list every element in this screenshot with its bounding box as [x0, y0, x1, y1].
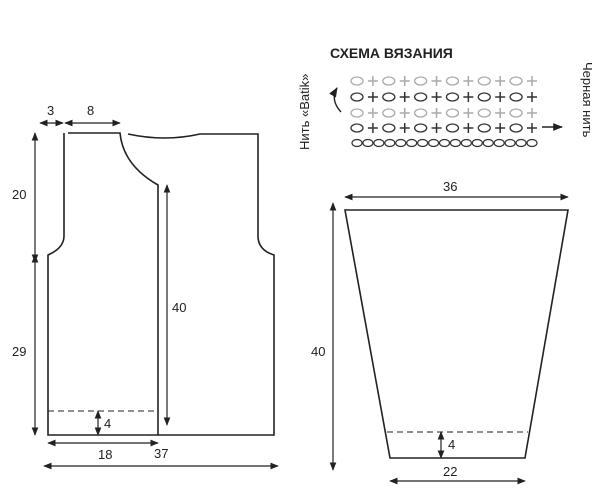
chain-stitch-icon [350, 108, 364, 118]
single-crochet-icon [399, 92, 410, 102]
chain-stitch-icon [526, 138, 538, 148]
chain-stitch-icon [438, 138, 451, 148]
stitch-row [350, 76, 537, 86]
chain-stitch-icon [382, 108, 396, 118]
chain-stitch-icon [350, 92, 364, 102]
label-body-height: 29 [12, 344, 26, 359]
single-crochet-icon [367, 76, 378, 86]
single-crochet-icon [431, 92, 442, 102]
front-dimensions: 3 8 20 29 40 4 18 37 [12, 103, 279, 470]
stitch-scheme: СХЕМА ВЯЗАНИЯ Нить «Batik» Черная нить [297, 45, 595, 150]
single-crochet-icon [367, 92, 378, 102]
chain-stitch-icon [373, 138, 385, 148]
label-sleeve-height: 40 [311, 344, 325, 359]
single-crochet-icon [527, 76, 537, 86]
single-crochet-icon [527, 123, 537, 133]
single-crochet-icon [463, 108, 474, 118]
stitch-row [351, 138, 538, 148]
chain-stitch-icon [509, 76, 523, 86]
single-crochet-icon [431, 108, 442, 118]
stitch-row [350, 123, 537, 133]
stitch-row [350, 108, 537, 118]
chain-stitch-icon [395, 138, 407, 148]
batik-yarn-label: Нить «Batik» [297, 74, 312, 150]
chain-stitch-icon [515, 138, 527, 148]
single-crochet-icon [495, 76, 506, 86]
single-crochet-icon [431, 123, 442, 133]
front-outline [47, 132, 159, 436]
sleeve-dimensions: 36 40 4 22 [311, 179, 569, 485]
chain-stitch-icon [350, 123, 364, 133]
label-front-rib: 4 [104, 416, 111, 431]
chain-stitch-icon [384, 138, 396, 148]
chain-stitch-icon [350, 76, 364, 86]
chain-stitch-icon [504, 138, 516, 148]
chain-stitch-icon [477, 92, 491, 102]
chain-stitch-icon [509, 123, 523, 133]
chain-stitch-icon [460, 138, 472, 148]
single-crochet-icon [463, 92, 474, 102]
batik-yarn-arrow-icon [329, 87, 342, 113]
label-sleeve-top: 36 [443, 179, 457, 194]
single-crochet-icon [399, 76, 410, 86]
chain-stitch-icon [382, 76, 396, 86]
single-crochet-icon [399, 123, 410, 133]
chain-stitch-icon [427, 138, 440, 148]
front-panel [47, 132, 275, 436]
chain-stitch-icon [362, 138, 374, 148]
back-outline [127, 133, 275, 436]
single-crochet-icon [463, 76, 474, 86]
chain-stitch-icon [413, 92, 428, 102]
chain-stitch-icon [417, 138, 429, 148]
single-crochet-icon [431, 76, 442, 86]
single-crochet-icon [399, 108, 410, 118]
label-shoulder-width: 8 [87, 103, 94, 118]
chain-stitch-icon [493, 138, 505, 148]
chain-stitch-icon [382, 123, 396, 133]
chain-stitch-icon [382, 92, 396, 102]
chain-stitch-icon [445, 92, 460, 102]
single-crochet-icon [463, 123, 474, 133]
chain-stitch-icon [445, 76, 460, 86]
chain-stitch-icon [406, 138, 418, 148]
single-crochet-icon [495, 92, 506, 102]
chain-stitch-icon [445, 123, 460, 133]
chain-stitch-icon [471, 138, 483, 148]
chain-stitch-icon [449, 138, 462, 148]
single-crochet-icon [527, 92, 537, 102]
chain-stitch-icon [477, 76, 491, 86]
chain-stitch-icon [413, 123, 428, 133]
chain-stitch-icon [413, 108, 428, 118]
single-crochet-icon [495, 108, 506, 118]
single-crochet-icon [527, 108, 537, 118]
chain-stitch-icon [509, 92, 523, 102]
chain-stitch-icon [477, 123, 491, 133]
chain-stitch-icon [413, 76, 428, 86]
single-crochet-icon [367, 123, 378, 133]
black-yarn-label: Черная нить [580, 62, 595, 138]
single-crochet-icon [367, 108, 378, 118]
chain-stitch-icon [477, 108, 491, 118]
label-neck-depth: 40 [172, 300, 186, 315]
label-armhole-height: 20 [12, 187, 26, 202]
stitch-row [350, 92, 537, 102]
sleeve-panel [344, 209, 569, 459]
chain-stitch-icon [509, 108, 523, 118]
chain-stitch-icon [482, 138, 494, 148]
label-half-width: 18 [98, 447, 112, 462]
sleeve-outline [344, 209, 569, 459]
label-full-width: 37 [154, 446, 168, 461]
scheme-title: СХЕМА ВЯЗАНИЯ [330, 45, 453, 61]
chain-stitch-icon [351, 138, 363, 148]
single-crochet-icon [495, 123, 506, 133]
stitch-rows [350, 76, 538, 148]
label-sleeve-rib: 4 [448, 437, 455, 452]
chain-stitch-icon [445, 108, 460, 118]
label-shoulder-offset: 3 [47, 103, 54, 118]
label-sleeve-bottom: 22 [443, 464, 457, 479]
